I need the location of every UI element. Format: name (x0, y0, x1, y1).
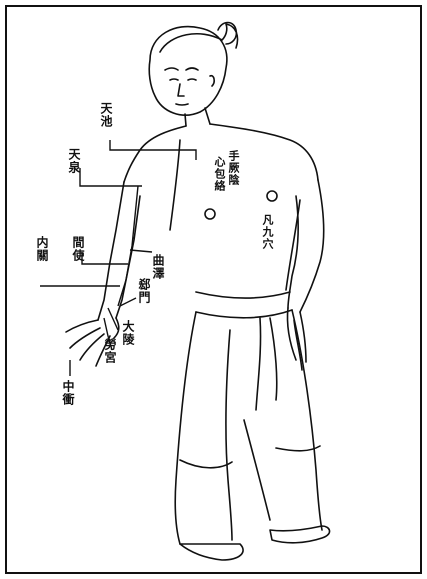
trousers-left-outer (175, 312, 196, 544)
label-meridian-name-2: 心包絡 (214, 156, 225, 192)
label-point-count: 凡九穴 (262, 214, 273, 250)
eyebrows (165, 68, 198, 70)
leader-tianquan (80, 168, 142, 186)
leader-quze (130, 250, 152, 252)
head-outline (149, 27, 227, 116)
belt (196, 292, 292, 318)
neck (185, 108, 210, 126)
eyes (170, 79, 196, 80)
trousers-right-outer (292, 310, 322, 530)
trousers-hem-folds (180, 446, 320, 468)
trousers-left-inner (226, 330, 232, 540)
right-arm-outer (300, 180, 324, 312)
left-nipple (205, 209, 215, 219)
label-laogong: 勞宮 (104, 338, 116, 364)
plate-frame (6, 6, 421, 573)
mouth (176, 104, 188, 105)
meridian-lines (40, 140, 196, 376)
label-ximen: 郄門 (138, 278, 150, 304)
label-tianquan: 天泉 (68, 148, 80, 174)
nose (178, 84, 184, 96)
left-shoe (180, 544, 243, 560)
belt-sash (256, 318, 277, 410)
label-neiguan: 内關 (36, 236, 48, 262)
ear (210, 76, 214, 86)
leader-jianshi (82, 252, 128, 264)
label-tianchi: 天池 (100, 102, 112, 128)
right-nipple (267, 191, 277, 201)
label-meridian-name-1: 手厥陰 (228, 150, 239, 186)
label-jianshi: 間使 (72, 236, 84, 262)
label-daling: 大陵 (122, 320, 134, 346)
leader-tianchi (110, 140, 196, 160)
torso-left-side (170, 140, 180, 230)
label-zhongchong: 中衝 (62, 380, 74, 406)
trousers-fold (244, 420, 270, 520)
label-quze: 曲澤 (152, 254, 164, 280)
right-arm-inner (288, 196, 298, 308)
right-shoe (270, 526, 330, 543)
